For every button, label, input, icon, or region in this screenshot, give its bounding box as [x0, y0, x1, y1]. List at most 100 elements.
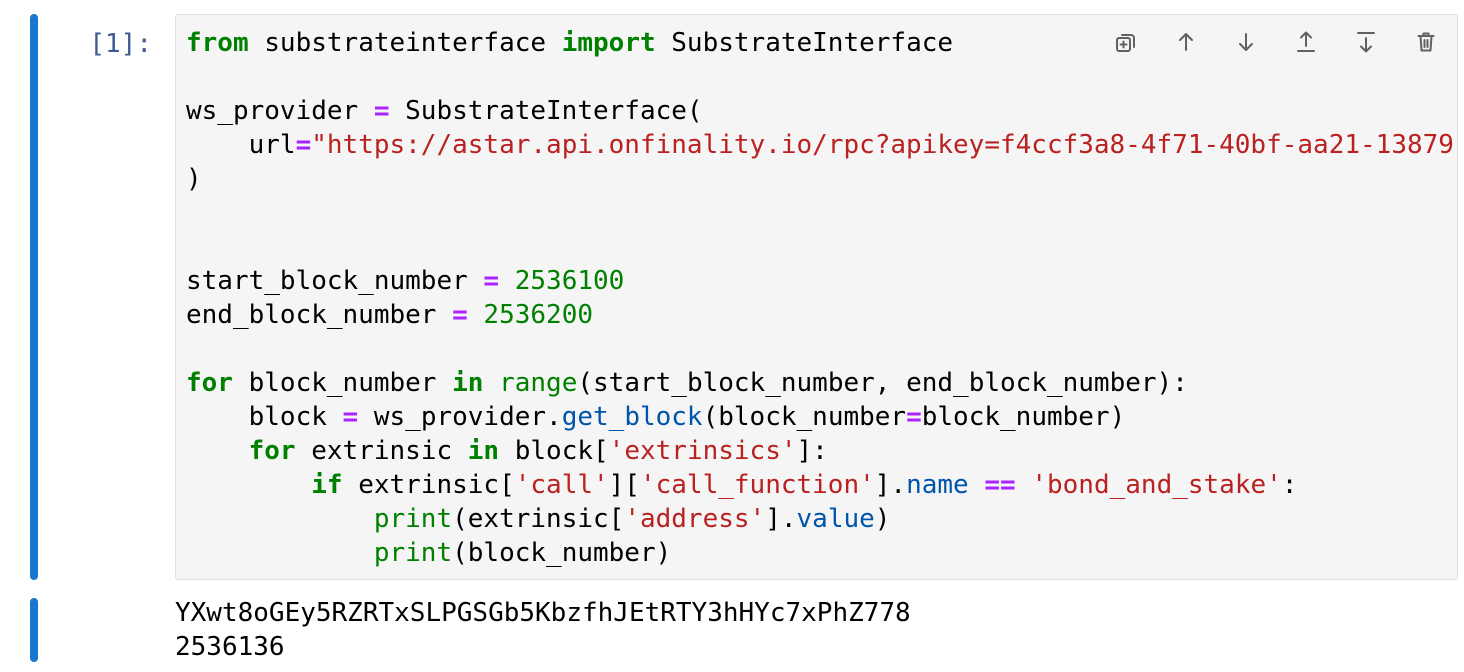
output-gutter: [0, 596, 175, 664]
code-token: ].: [765, 504, 797, 534]
code-line: [186, 60, 1457, 94]
code-token: (block_number: [702, 402, 907, 432]
code-token: in: [467, 436, 500, 466]
code-line: from substrateinterface import Substrate…: [186, 26, 1457, 60]
code-editor[interactable]: from substrateinterface import Substrate…: [175, 14, 1458, 580]
code-token: range: [499, 368, 578, 398]
code-line: for extrinsic in block['extrinsics']:: [186, 434, 1457, 468]
code-token: end_block_number: [186, 300, 453, 330]
code-token: value: [796, 504, 875, 534]
code-token: extrinsic[: [342, 470, 515, 500]
code-token: SubstrateInterface: [655, 28, 954, 58]
code-token: =: [295, 130, 312, 160]
code-token: for: [186, 368, 233, 398]
code-line: if extrinsic['call']['call_function'].na…: [186, 468, 1457, 502]
code-line: print(block_number): [186, 536, 1457, 570]
code-token: 'address': [624, 504, 766, 534]
code-token: print: [373, 504, 453, 534]
code-token: :: [1281, 470, 1298, 500]
code-token: for: [248, 436, 296, 466]
code-token: (start_block_number, end_block_number):: [577, 368, 1188, 398]
code-cell: [1]:: [0, 14, 1464, 580]
code-token: SubstrateInterface(: [389, 96, 703, 126]
arrow-down-icon: [1239, 33, 1253, 51]
code-token: import: [561, 28, 656, 58]
code-token: get_block: [561, 402, 703, 432]
code-token: =: [342, 402, 359, 432]
move-down-button[interactable]: [1231, 27, 1261, 57]
code-line: ws_provider = SubstrateInterface(: [186, 94, 1457, 128]
code-line: start_block_number = 2536100: [186, 264, 1457, 298]
code-token: [1016, 470, 1032, 500]
code-line: [186, 230, 1457, 264]
output-area: YXwt8oGEy5RZRTxSLPGSGb5KbzfhJEtRTY3hHYc7…: [0, 596, 1464, 664]
code-token: [468, 300, 484, 330]
code-token: url: [186, 130, 296, 160]
cell-gutter: [1]:: [0, 14, 175, 580]
code-token: 'bond_and_stake': [1031, 470, 1282, 500]
code-token: ws_provider: [186, 96, 374, 126]
code-token: in: [452, 368, 484, 398]
code-token: if: [311, 470, 343, 500]
code-token: =: [452, 300, 468, 330]
code-token: =: [483, 266, 500, 296]
code-line: block = ws_provider.get_block(block_numb…: [186, 400, 1457, 434]
code-token: =: [906, 402, 922, 432]
code-content: from substrateinterface import Substrate…: [186, 26, 1457, 570]
code-token: ): [874, 504, 891, 534]
cell-collapser[interactable]: [30, 14, 38, 580]
output-line: YXwt8oGEy5RZRTxSLPGSGb5KbzfhJEtRTY3hHYc7…: [175, 598, 911, 628]
code-token: block: [186, 402, 343, 432]
code-line: print(extrinsic['address'].value): [186, 502, 1457, 536]
move-up-button[interactable]: [1171, 27, 1201, 57]
arrow-up-icon: [1179, 33, 1193, 51]
code-token: [969, 470, 985, 500]
code-line: ): [186, 162, 1457, 196]
code-line: url="https://astar.api.onfinality.io/rpc…: [186, 128, 1457, 162]
code-token: extrinsic: [295, 436, 468, 466]
code-token: (extrinsic[: [452, 504, 625, 534]
code-token: start_block_number: [186, 266, 484, 296]
code-token: ws_provider.: [358, 402, 562, 432]
code-token: 2536100: [514, 266, 625, 296]
duplicate-button[interactable]: [1111, 27, 1141, 57]
code-token: [483, 368, 499, 398]
code-token: [186, 470, 311, 500]
duplicate-icon: [1116, 34, 1135, 52]
code-token: ): [186, 164, 202, 194]
cell-toolbar: [1111, 27, 1441, 57]
code-token: name: [906, 470, 969, 500]
code-line: end_block_number = 2536200: [186, 298, 1457, 332]
delete-button[interactable]: [1411, 27, 1441, 57]
code-line: for block_number in range(start_block_nu…: [186, 366, 1457, 400]
code-token: 2536200: [483, 300, 593, 330]
code-token: block[: [499, 436, 609, 466]
code-token: (block_number): [452, 538, 672, 568]
code-line: [186, 332, 1457, 366]
code-token: ].: [874, 470, 907, 500]
code-token: ==: [984, 470, 1016, 500]
code-token: [186, 436, 249, 466]
insert-below-button[interactable]: [1351, 27, 1381, 57]
code-token: [186, 504, 374, 534]
code-token: from: [186, 28, 249, 58]
code-token: "https://astar.api.onfinality.io/rpc?api…: [311, 130, 1454, 160]
code-token: print: [373, 538, 453, 568]
code-token: ][: [608, 470, 640, 500]
execution-count: [1]:: [89, 29, 152, 59]
code-token: 'call_function': [639, 470, 875, 500]
code-token: [499, 266, 515, 296]
code-token: block_number): [921, 402, 1126, 432]
code-line: [186, 196, 1457, 230]
insert-above-button[interactable]: [1291, 27, 1321, 57]
output-line: 2536136: [175, 632, 285, 662]
trash-icon: [1417, 32, 1435, 52]
code-token: [186, 538, 374, 568]
insert-above-icon: [1297, 31, 1315, 52]
code-token: 'call': [514, 470, 609, 500]
output-collapser[interactable]: [30, 598, 38, 662]
output-text: YXwt8oGEy5RZRTxSLPGSGb5KbzfhJEtRTY3hHYc7…: [175, 596, 911, 664]
code-token: ]:: [796, 436, 828, 466]
code-token: block_number: [232, 368, 453, 398]
